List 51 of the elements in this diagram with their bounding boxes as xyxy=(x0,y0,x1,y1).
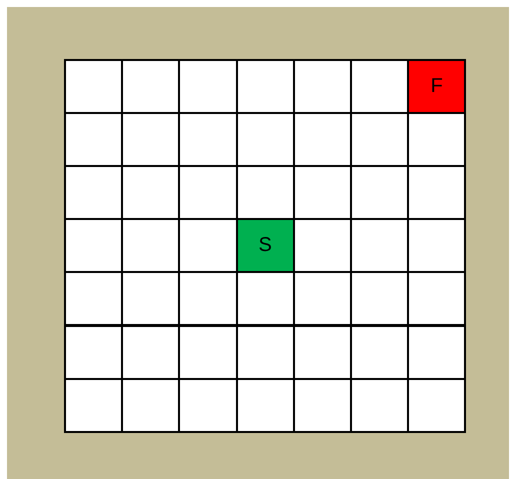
grid-cell xyxy=(178,271,238,326)
colored-cell xyxy=(236,218,295,274)
grid-cell xyxy=(350,271,410,326)
grid-cell xyxy=(236,59,295,114)
grid-cell xyxy=(407,324,466,380)
grid-cell xyxy=(236,324,295,380)
grid-cell xyxy=(178,165,238,220)
grid-cell xyxy=(236,112,295,168)
grid-cell xyxy=(64,59,124,114)
grid-cell xyxy=(407,165,466,220)
grid-cell xyxy=(292,59,352,114)
grid-cell xyxy=(64,165,124,220)
grid-cell xyxy=(350,165,410,220)
grid-cell xyxy=(178,218,238,274)
grid-cell xyxy=(292,378,352,433)
cell-label: S xyxy=(258,234,272,258)
grid-cell xyxy=(121,378,180,433)
grid-cell xyxy=(292,271,352,326)
grid-cell xyxy=(350,59,410,114)
grid-cell xyxy=(121,59,180,114)
grid-cell xyxy=(350,218,410,274)
grid-cell xyxy=(121,218,180,274)
grid-cell xyxy=(64,324,124,380)
grid-cell xyxy=(407,112,466,168)
grid-cell xyxy=(121,324,180,380)
grid-cell xyxy=(178,324,238,380)
grid-cell xyxy=(407,218,466,274)
grid-cell xyxy=(407,271,466,326)
colored-cell xyxy=(407,59,466,114)
grid-cell xyxy=(121,112,180,168)
grid-cell xyxy=(121,165,180,220)
grid-cell xyxy=(121,271,180,326)
grid-cell xyxy=(350,378,410,433)
grid-cell xyxy=(178,112,238,168)
grid-cell xyxy=(236,165,295,220)
grid-cell xyxy=(350,112,410,168)
cell-label: F xyxy=(430,75,443,98)
grid-cell xyxy=(178,59,238,114)
grid-cell xyxy=(350,324,410,380)
grid-cell xyxy=(292,324,352,380)
grid-cell xyxy=(236,378,295,433)
grid-cell xyxy=(64,112,124,168)
grid-cell xyxy=(64,378,124,433)
grid-cell xyxy=(407,378,466,433)
grid-cell xyxy=(64,218,124,274)
grid-cell xyxy=(292,112,352,168)
grid-cell xyxy=(178,378,238,433)
grid-cell xyxy=(64,271,124,326)
grid-cell xyxy=(292,165,352,220)
grid-cell xyxy=(292,218,352,274)
grid-cell xyxy=(236,271,295,326)
